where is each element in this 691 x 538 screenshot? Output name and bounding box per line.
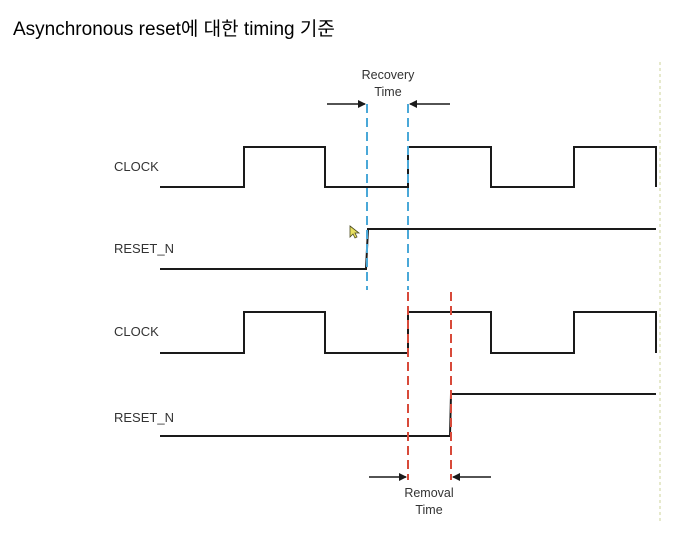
signal-label-clock-2: CLOCK — [114, 324, 159, 339]
reset-n-waveform-2 — [160, 393, 656, 437]
signal-label-reset-n-2: RESET_N — [114, 410, 174, 425]
removal-time-label-line1: Removal — [404, 486, 453, 500]
recovery-time-label-line1: Recovery — [362, 68, 416, 82]
signal-label-reset-n-1: RESET_N — [114, 241, 174, 256]
mouse-cursor-icon — [349, 225, 361, 239]
page-title: Asynchronous reset에 대한 timing 기준 — [13, 19, 335, 40]
signal-label-clock-1: CLOCK — [114, 159, 159, 174]
removal-time-label-line2: Time — [415, 503, 442, 517]
recovery-time-label-line2: Time — [374, 85, 401, 99]
clock-waveform-2 — [160, 311, 657, 354]
